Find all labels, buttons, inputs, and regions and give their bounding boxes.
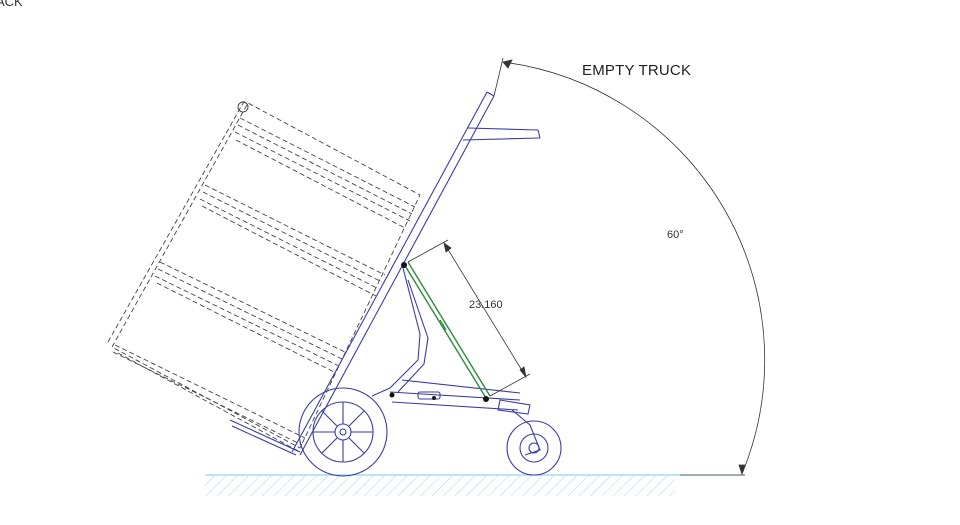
pivot-axle — [389, 392, 395, 398]
drawing-title: EMPTY TRUCK — [582, 62, 692, 79]
load-tier-2 — [199, 184, 386, 297]
caster-icon — [506, 420, 562, 476]
pivot-arm — [432, 396, 436, 400]
corner-label: ACK — [0, 0, 23, 9]
pivot-bottom — [483, 396, 489, 402]
stacked-load — [107, 97, 421, 453]
angle-dimension — [493, 57, 766, 476]
wheel-icon — [298, 387, 388, 477]
length-dimension — [407, 239, 531, 397]
gas-spring — [403, 261, 491, 399]
load-tier-3 — [154, 261, 346, 374]
angle-dimension-label: 60° — [667, 229, 684, 241]
truck-frame — [229, 91, 541, 456]
rivet-icon — [237, 101, 249, 113]
load-tier-1 — [234, 117, 416, 229]
ground — [205, 474, 745, 496]
load-tier-4 — [112, 344, 306, 446]
pivot-top — [401, 262, 407, 268]
length-dimension-label: 23.160 — [468, 299, 504, 311]
